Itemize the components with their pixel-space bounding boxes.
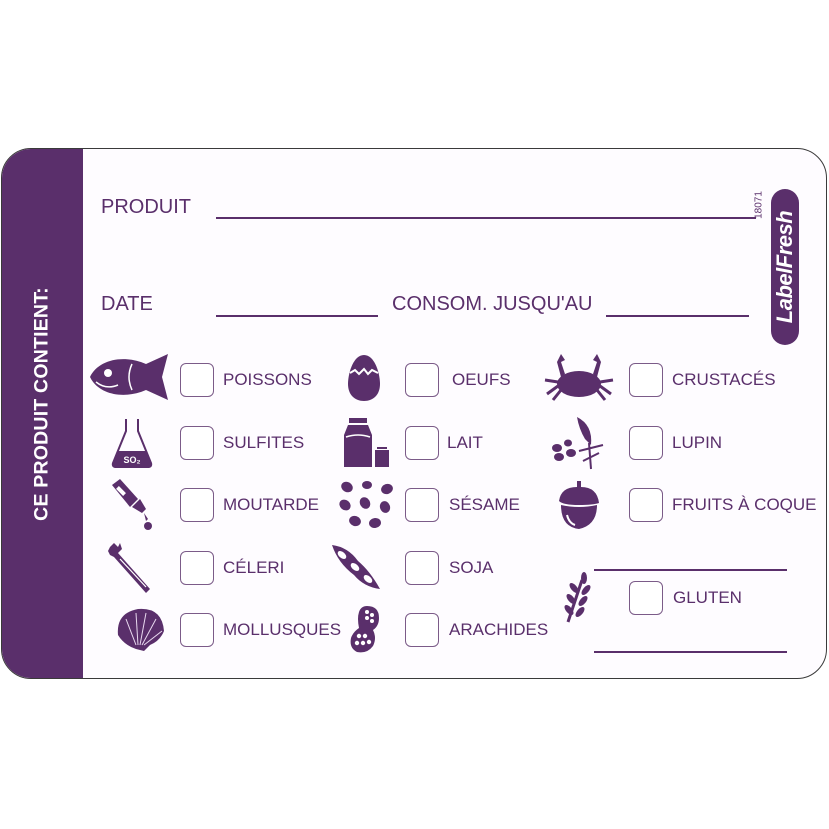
checkbox-arachides[interactable] — [405, 613, 439, 647]
allergen-item-moutarde[interactable]: MOUTARDE — [180, 487, 319, 523]
checkbox-crustaces[interactable] — [629, 363, 663, 397]
allergen-item-sulfites[interactable]: SULFITES — [180, 425, 304, 461]
allergen-label: MOLLUSQUES — [223, 620, 342, 639]
use-by-label: CONSOM. JUSQU'AU — [392, 293, 593, 315]
allergen-label: LUPIN — [672, 433, 723, 452]
date-label: DATE — [101, 293, 153, 315]
gluten-bottom-line[interactable] — [594, 651, 787, 653]
checkbox-moutarde[interactable] — [180, 488, 214, 522]
mustard-bottle-icon — [108, 479, 156, 531]
egg-icon — [347, 354, 381, 402]
allergen-item-soja[interactable]: SOJA — [405, 550, 493, 586]
checkbox-lait[interactable] — [405, 426, 439, 460]
allergen-label: FRUITS À COQUE — [672, 495, 817, 514]
allergen-item-celeri[interactable]: CÉLERI — [180, 550, 284, 586]
milk-icon — [344, 417, 392, 467]
checkbox-lupin[interactable] — [629, 426, 663, 460]
checkbox-sesame[interactable] — [405, 488, 439, 522]
celery-icon — [106, 541, 158, 595]
allergen-item-arachides[interactable]: ARACHIDES — [405, 612, 548, 648]
lupin-icon — [549, 415, 607, 471]
allergen-label: SOJA — [449, 558, 494, 577]
svg-text:SO₂: SO₂ — [123, 455, 140, 465]
allergen-item-gluten[interactable]: GLUTEN — [629, 580, 742, 616]
fish-icon — [88, 352, 174, 402]
allergen-item-fruits-a-coque[interactable]: FRUITS À COQUE — [629, 487, 817, 523]
allergen-label: CÉLERI — [223, 558, 285, 577]
product-code: 18071 — [753, 191, 765, 219]
allergen-label: GLUTEN — [673, 588, 742, 607]
allergen-label: LAIT — [447, 433, 483, 452]
flask-so2-icon: SO₂ — [110, 417, 154, 469]
checkbox-gluten[interactable] — [629, 581, 663, 615]
allergen-item-sesame[interactable]: SÉSAME — [405, 487, 520, 523]
allergen-label: SULFITES — [223, 433, 305, 452]
sidebar-title: CE PRODUIT CONTIENT: — [30, 287, 53, 521]
allergen-label: SÉSAME — [449, 495, 520, 514]
shell-icon — [116, 605, 166, 653]
sesame-seeds-icon — [337, 479, 397, 531]
checkbox-fruits-a-coque[interactable] — [629, 488, 663, 522]
allergen-item-lait[interactable]: LAIT — [405, 425, 483, 461]
checkbox-soja[interactable] — [405, 551, 439, 585]
acorn-icon — [557, 479, 601, 531]
allergen-label: POISSONS — [223, 370, 312, 389]
checkbox-poissons[interactable] — [180, 363, 214, 397]
allergen-item-mollusques[interactable]: MOLLUSQUES — [180, 612, 341, 648]
allergen-label: ARACHIDES — [449, 620, 549, 639]
checkbox-celeri[interactable] — [180, 551, 214, 585]
wheat-icon — [564, 572, 594, 624]
allergen-label: CRUSTACÉS — [672, 370, 776, 389]
allergen-item-lupin[interactable]: LUPIN — [629, 425, 722, 461]
product-input-line[interactable] — [216, 217, 756, 219]
allergen-label-card: CE PRODUIT CONTIENT: PRODUIT DATE CONSOM… — [1, 148, 827, 679]
brand-logo: LabelFresh — [771, 189, 799, 345]
checkbox-oeufs[interactable] — [405, 363, 439, 397]
allergen-item-oeufs[interactable]: OEUFS — [405, 362, 511, 398]
allergen-item-crustaces[interactable]: CRUSTACÉS — [629, 362, 776, 398]
gluten-top-line[interactable] — [594, 569, 787, 571]
soy-pod-icon — [328, 541, 384, 595]
brand-name: LabelFresh — [772, 210, 797, 324]
allergen-label: OEUFS — [452, 370, 511, 389]
use-by-input-line[interactable] — [606, 315, 749, 317]
peanut-icon — [349, 604, 381, 654]
allergen-label: MOUTARDE — [223, 495, 320, 514]
sidebar: CE PRODUIT CONTIENT: — [2, 149, 83, 678]
allergen-item-poissons[interactable]: POISSONS — [180, 362, 312, 398]
checkbox-mollusques[interactable] — [180, 613, 214, 647]
checkbox-sulfites[interactable] — [180, 426, 214, 460]
crab-icon — [541, 352, 617, 404]
product-label: PRODUIT — [101, 196, 191, 218]
date-input-line[interactable] — [216, 315, 378, 317]
